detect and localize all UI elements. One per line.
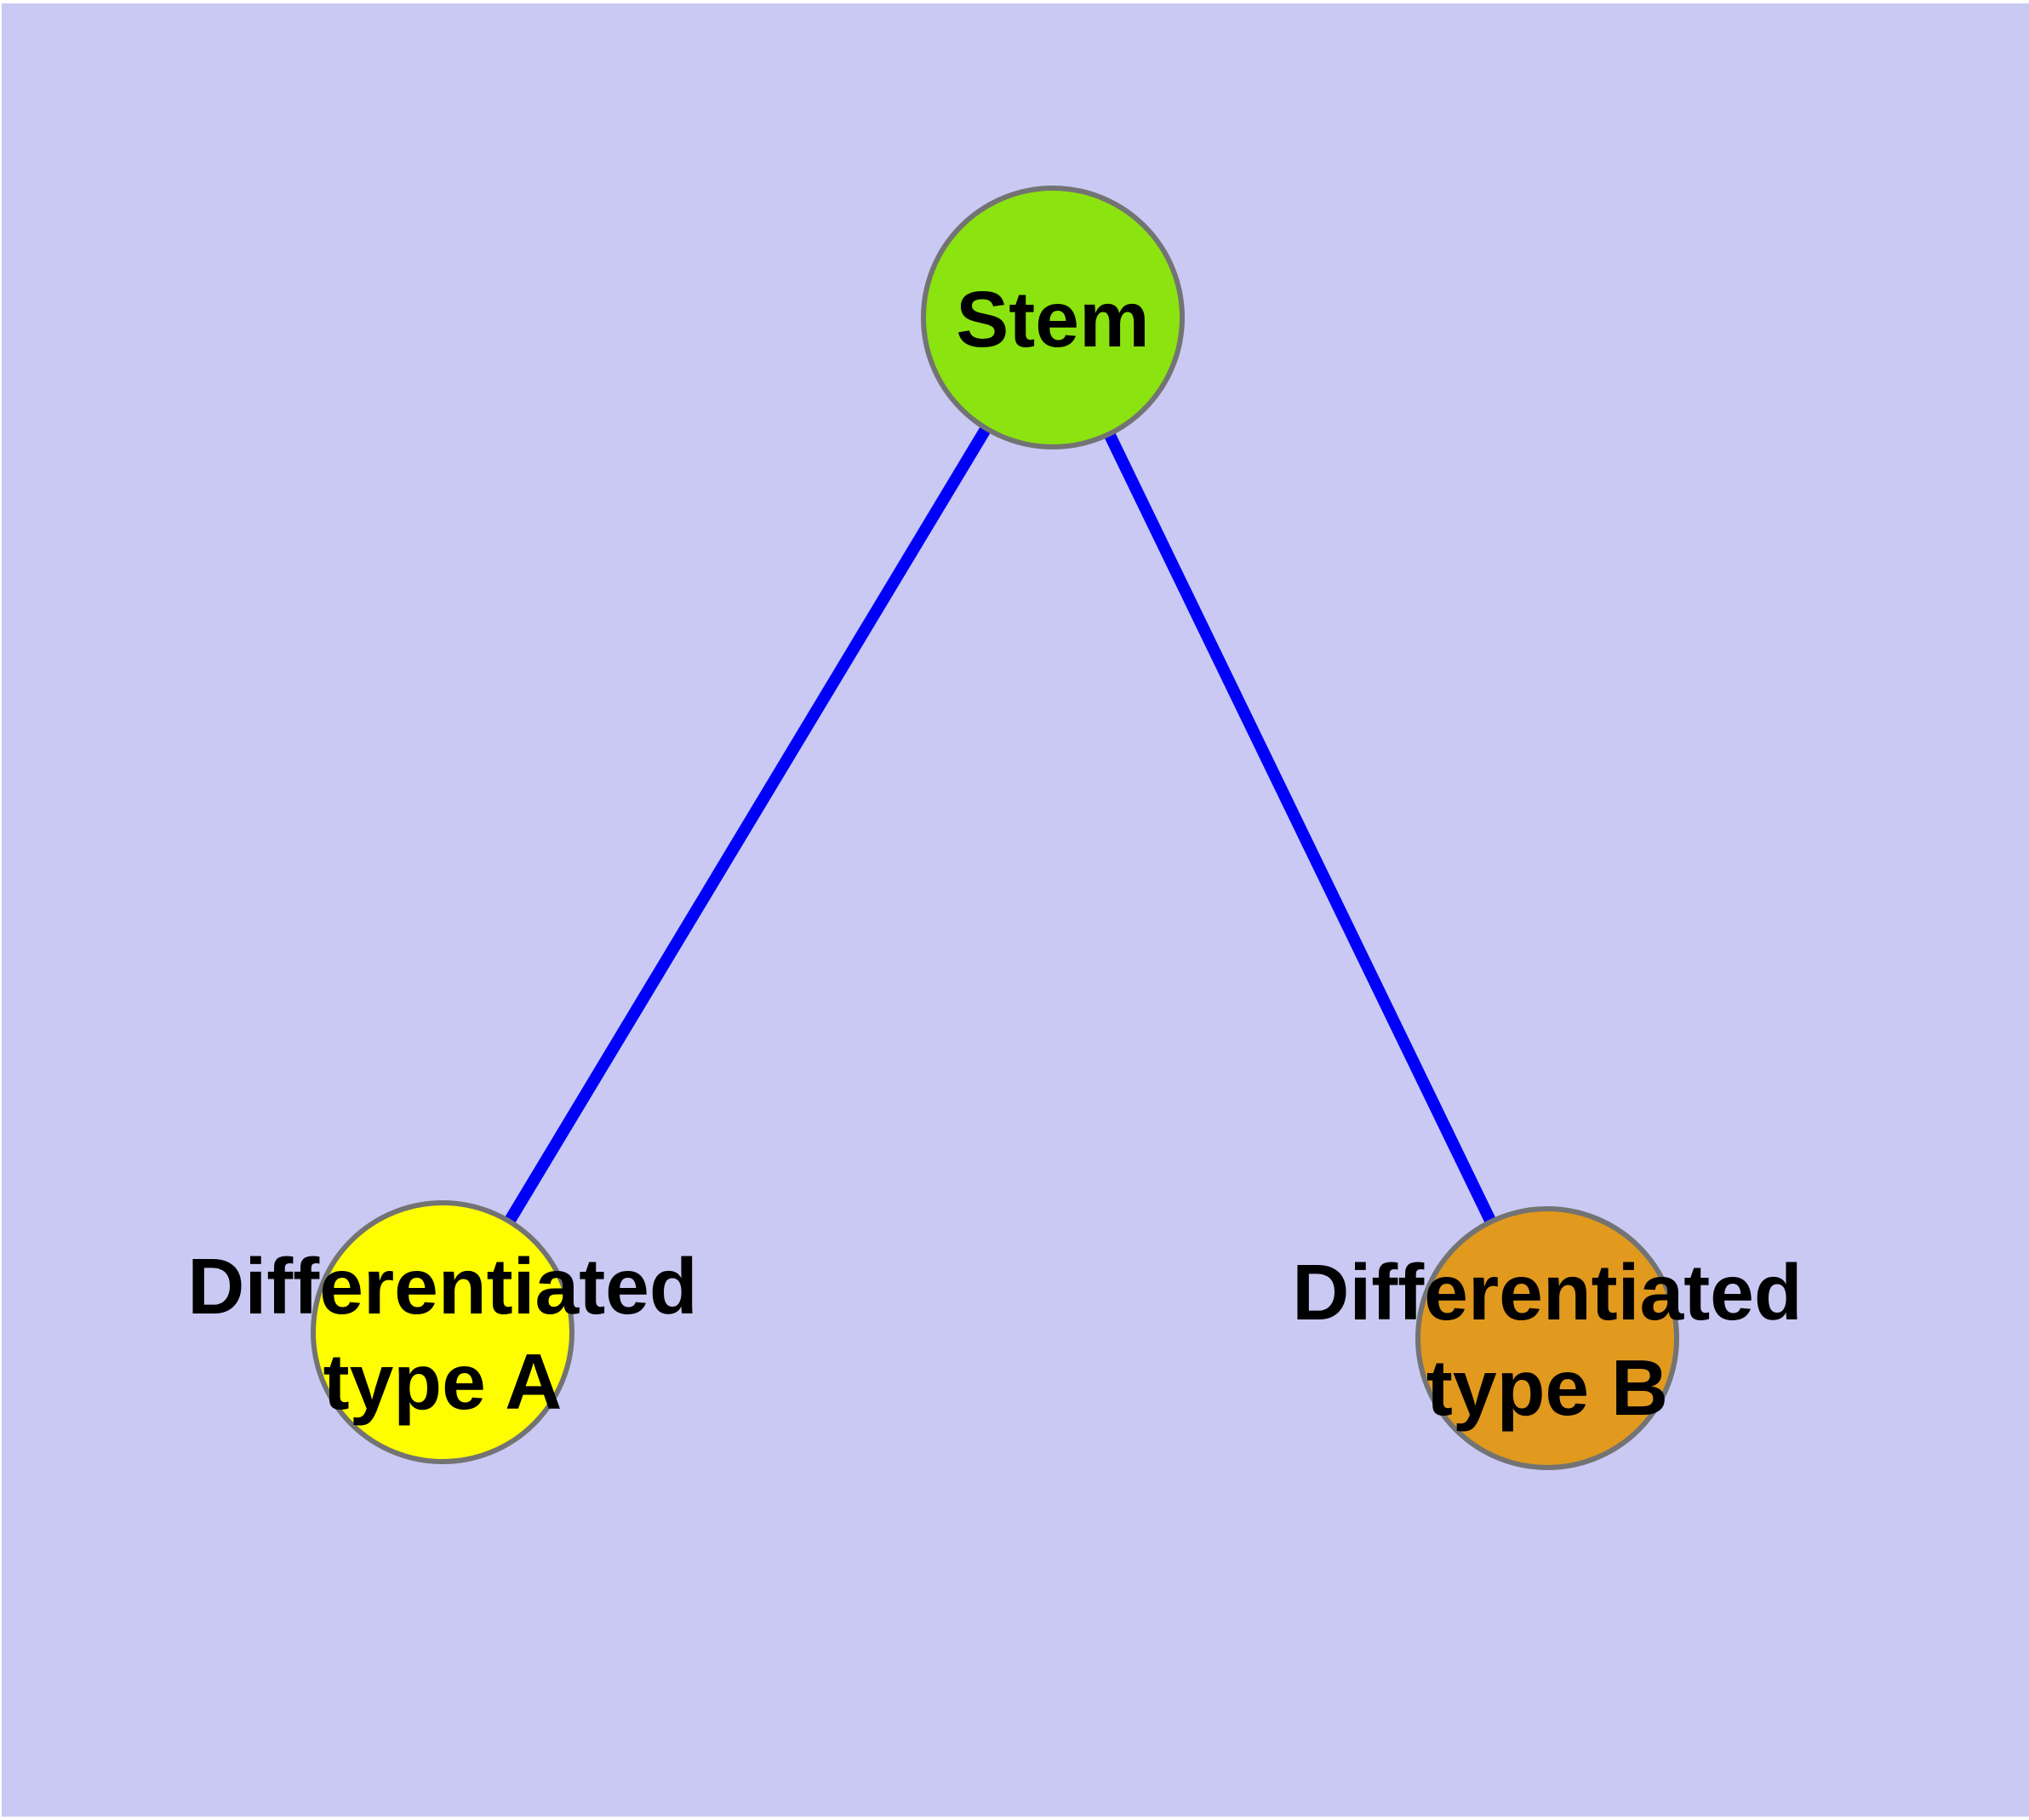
edge-stem-to-differentiated-type-a [437, 314, 1058, 1336]
node-differentiated-type-b[interactable] [1415, 1206, 1679, 1470]
node-stem[interactable] [921, 186, 1185, 449]
edges-layer [437, 314, 1553, 1342]
node-stem-label: Stem [956, 275, 1149, 363]
edge-stem-to-differentiated-type-b [1047, 314, 1553, 1342]
nodes-layer [311, 186, 1679, 1470]
node-differentiated-type-a[interactable] [311, 1200, 574, 1464]
